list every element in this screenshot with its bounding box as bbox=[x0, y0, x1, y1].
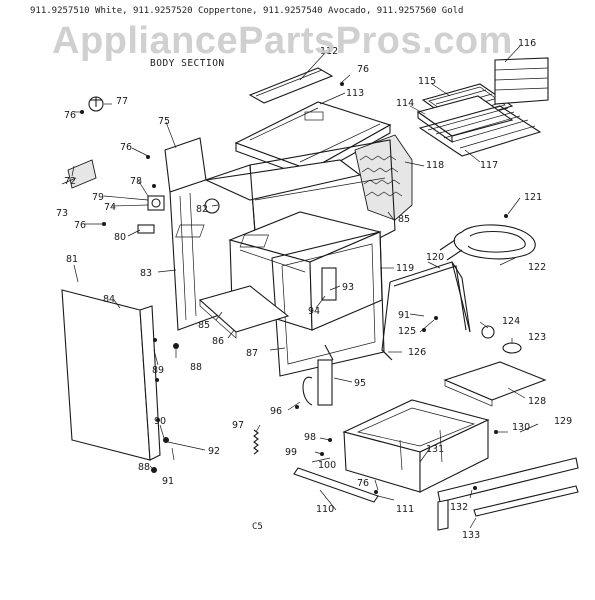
callout-84: 84 bbox=[103, 294, 115, 305]
callout-110: 110 bbox=[316, 504, 334, 515]
callout-112: 112 bbox=[320, 46, 338, 57]
callout-92: 92 bbox=[208, 446, 220, 457]
oven-rack bbox=[418, 57, 549, 157]
callout-76-b: 76 bbox=[120, 142, 132, 153]
callout-123: 123 bbox=[528, 332, 546, 343]
callout-76-d: 76 bbox=[357, 64, 369, 75]
callout-75: 75 bbox=[158, 116, 170, 127]
callout-96: 96 bbox=[270, 406, 282, 417]
callout-89: 89 bbox=[152, 365, 164, 376]
callout-99: 99 bbox=[285, 447, 297, 458]
callout-130: 130 bbox=[512, 422, 530, 433]
valve-assembly bbox=[302, 344, 334, 406]
callout-85-a: 85 bbox=[198, 320, 210, 331]
drawer-slide-right bbox=[473, 485, 579, 517]
top-trim-strip bbox=[248, 67, 334, 104]
heat-deflector bbox=[443, 361, 547, 407]
callout-125: 125 bbox=[398, 326, 416, 337]
bottom-panel bbox=[198, 285, 290, 339]
callout-114: 114 bbox=[396, 98, 414, 109]
callout-98: 98 bbox=[304, 432, 316, 443]
callout-91-a: 91 bbox=[162, 476, 174, 487]
callout-91-b: 91 bbox=[398, 310, 410, 321]
callout-82: 82 bbox=[196, 204, 208, 215]
section-title: BODY SECTION bbox=[150, 58, 225, 69]
callout-129: 129 bbox=[554, 416, 572, 427]
side-panel bbox=[61, 289, 161, 461]
callout-73: 73 bbox=[56, 208, 68, 219]
callout-83: 83 bbox=[140, 268, 152, 279]
callout-72: 72 bbox=[64, 176, 76, 187]
switch-control bbox=[67, 159, 165, 234]
page-code: C5 bbox=[252, 522, 263, 532]
callout-131: 131 bbox=[426, 444, 444, 455]
igniter-assembly bbox=[481, 325, 522, 354]
callout-76-c: 76 bbox=[74, 220, 86, 231]
callout-87: 87 bbox=[246, 348, 258, 359]
callout-118: 118 bbox=[426, 160, 444, 171]
callout-76-e: 76 bbox=[357, 478, 369, 489]
callout-126: 126 bbox=[408, 347, 426, 358]
callout-78: 78 bbox=[130, 176, 142, 187]
leader-lines bbox=[61, 45, 539, 529]
callout-88-a: 88 bbox=[190, 362, 202, 373]
bake-element bbox=[439, 224, 536, 261]
callout-79: 79 bbox=[92, 192, 104, 203]
drawer-slide-left bbox=[293, 467, 379, 503]
callout-90: 90 bbox=[154, 416, 166, 427]
callout-77: 77 bbox=[116, 96, 128, 107]
callout-119: 119 bbox=[396, 263, 414, 274]
callout-111: 111 bbox=[396, 504, 414, 515]
callout-86: 86 bbox=[212, 336, 224, 347]
callout-74: 74 bbox=[104, 202, 116, 213]
callout-128: 128 bbox=[528, 396, 546, 407]
callout-85-b: 85 bbox=[398, 214, 410, 225]
callout-94: 94 bbox=[308, 306, 320, 317]
insulation-blanket bbox=[354, 134, 413, 221]
callout-121: 121 bbox=[524, 192, 542, 203]
callout-132: 132 bbox=[450, 502, 468, 513]
clock-timer bbox=[88, 96, 104, 112]
callout-81: 81 bbox=[66, 254, 78, 265]
callout-93: 93 bbox=[342, 282, 354, 293]
door-gasket bbox=[381, 261, 471, 361]
callout-113: 113 bbox=[346, 88, 364, 99]
spring bbox=[253, 429, 259, 455]
callout-100: 100 bbox=[318, 460, 336, 471]
storage-drawer bbox=[342, 399, 490, 493]
drawer-front-strip bbox=[437, 457, 579, 531]
callout-97: 97 bbox=[232, 420, 244, 431]
callout-116: 116 bbox=[518, 38, 536, 49]
model-header: 911.9257510 White, 911.9257520 Copperton… bbox=[30, 6, 464, 16]
callout-117: 117 bbox=[480, 160, 498, 171]
callout-88-b: 88 bbox=[138, 462, 150, 473]
callout-115: 115 bbox=[418, 76, 436, 87]
callout-labels: 72 73 74 75 76 76 76 76 76 77 78 79 80 8… bbox=[56, 38, 572, 541]
callout-80: 80 bbox=[114, 232, 126, 243]
callout-133: 133 bbox=[462, 530, 480, 541]
callout-120: 120 bbox=[426, 252, 444, 263]
callout-122: 122 bbox=[528, 262, 546, 273]
callout-76-a: 76 bbox=[64, 110, 76, 121]
callout-124: 124 bbox=[502, 316, 520, 327]
callout-95: 95 bbox=[354, 378, 366, 389]
